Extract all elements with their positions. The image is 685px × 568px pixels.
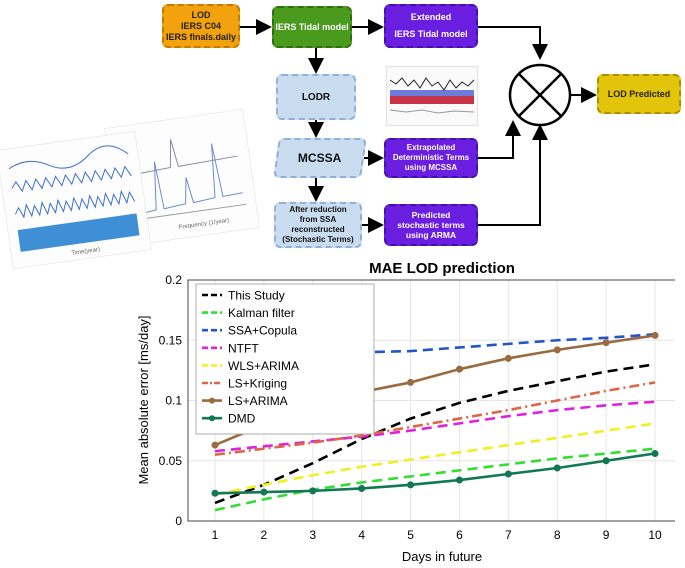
series-point: [651, 331, 659, 339]
series-line-ntft: [214, 400, 656, 453]
legend-marker: [209, 397, 215, 404]
series-point: [553, 346, 561, 354]
svg-text:Time(year): Time(year): [71, 247, 100, 257]
series-point: [602, 339, 610, 347]
series-point: [407, 378, 415, 386]
legend-label: LS+ARIMA: [228, 394, 288, 408]
x-tick-label: 7: [505, 528, 512, 542]
series-line-dmd: [214, 452, 656, 495]
mae-chart: MAE LOD prediction 0 0.05 0.1 0.15 0.2 1 2 3 4 5 6…: [136, 260, 675, 564]
legend-box: [195, 283, 375, 435]
plot-frame: [187, 279, 675, 522]
x-tick-label: 9: [603, 528, 610, 542]
series-point: [455, 476, 463, 484]
y-tick-label: 0.05: [159, 454, 183, 468]
mcssa-node: MCSSA: [273, 138, 367, 178]
y-tick-label: 0.15: [159, 333, 183, 347]
series-point: [358, 484, 366, 492]
x-axis-label: Days in future: [402, 549, 482, 564]
lodr-node: LODR: [276, 74, 356, 120]
series-point: [260, 488, 268, 496]
y-tick-label: 0: [175, 514, 182, 528]
x-tick-label: 3: [309, 528, 316, 542]
flow-connectors: [240, 19, 597, 233]
legend-label: Kalman filter: [228, 306, 295, 320]
legend-marker: [209, 415, 215, 422]
y-tick-label: 0.2: [165, 273, 182, 287]
legend-label: SSA+Copula: [228, 324, 297, 338]
series-point: [602, 457, 610, 465]
x-tick-label: 8: [554, 528, 561, 542]
legend-label: NTFT: [228, 341, 259, 355]
series-point: [309, 487, 317, 495]
chart-title: MAE LOD prediction: [369, 260, 515, 277]
tidal-model-node: IERS Tidal model: [272, 6, 352, 48]
x-tick-label: 4: [358, 528, 365, 542]
legend-label: This Study: [228, 289, 285, 303]
x-tick-label: 10: [648, 528, 662, 542]
series-point: [455, 365, 463, 373]
legend-label: LS+Kriging: [228, 377, 287, 391]
series-point: [651, 450, 659, 458]
series-line-this-study: [214, 363, 656, 505]
series-point: [504, 354, 512, 362]
series-line-wls-arima: [214, 422, 656, 496]
signal-thumbnail: [386, 66, 478, 126]
timeseries-thumbnail: Time(year): [0, 130, 152, 270]
series-point: [211, 441, 219, 449]
x-tick-label: 6: [456, 528, 463, 542]
series-line-kalman-filter: [214, 447, 656, 512]
lod-predicted-node: LOD Predicted: [597, 74, 681, 114]
x-tick-label: 1: [212, 528, 219, 542]
y-tick-label: 0.1: [165, 394, 182, 408]
series-line-ls-kriging: [214, 381, 656, 457]
legend-label: DMD: [228, 412, 256, 426]
series-point: [211, 489, 219, 497]
x-tick-label: 2: [261, 528, 268, 542]
series-point: [553, 464, 561, 472]
series-point: [407, 481, 415, 489]
x-tick-label: 5: [407, 528, 414, 542]
legend-label: WLS+ARIMA: [228, 359, 299, 373]
series-point: [504, 470, 512, 478]
y-axis-label: Mean absolute error [ms/day]: [136, 315, 151, 484]
